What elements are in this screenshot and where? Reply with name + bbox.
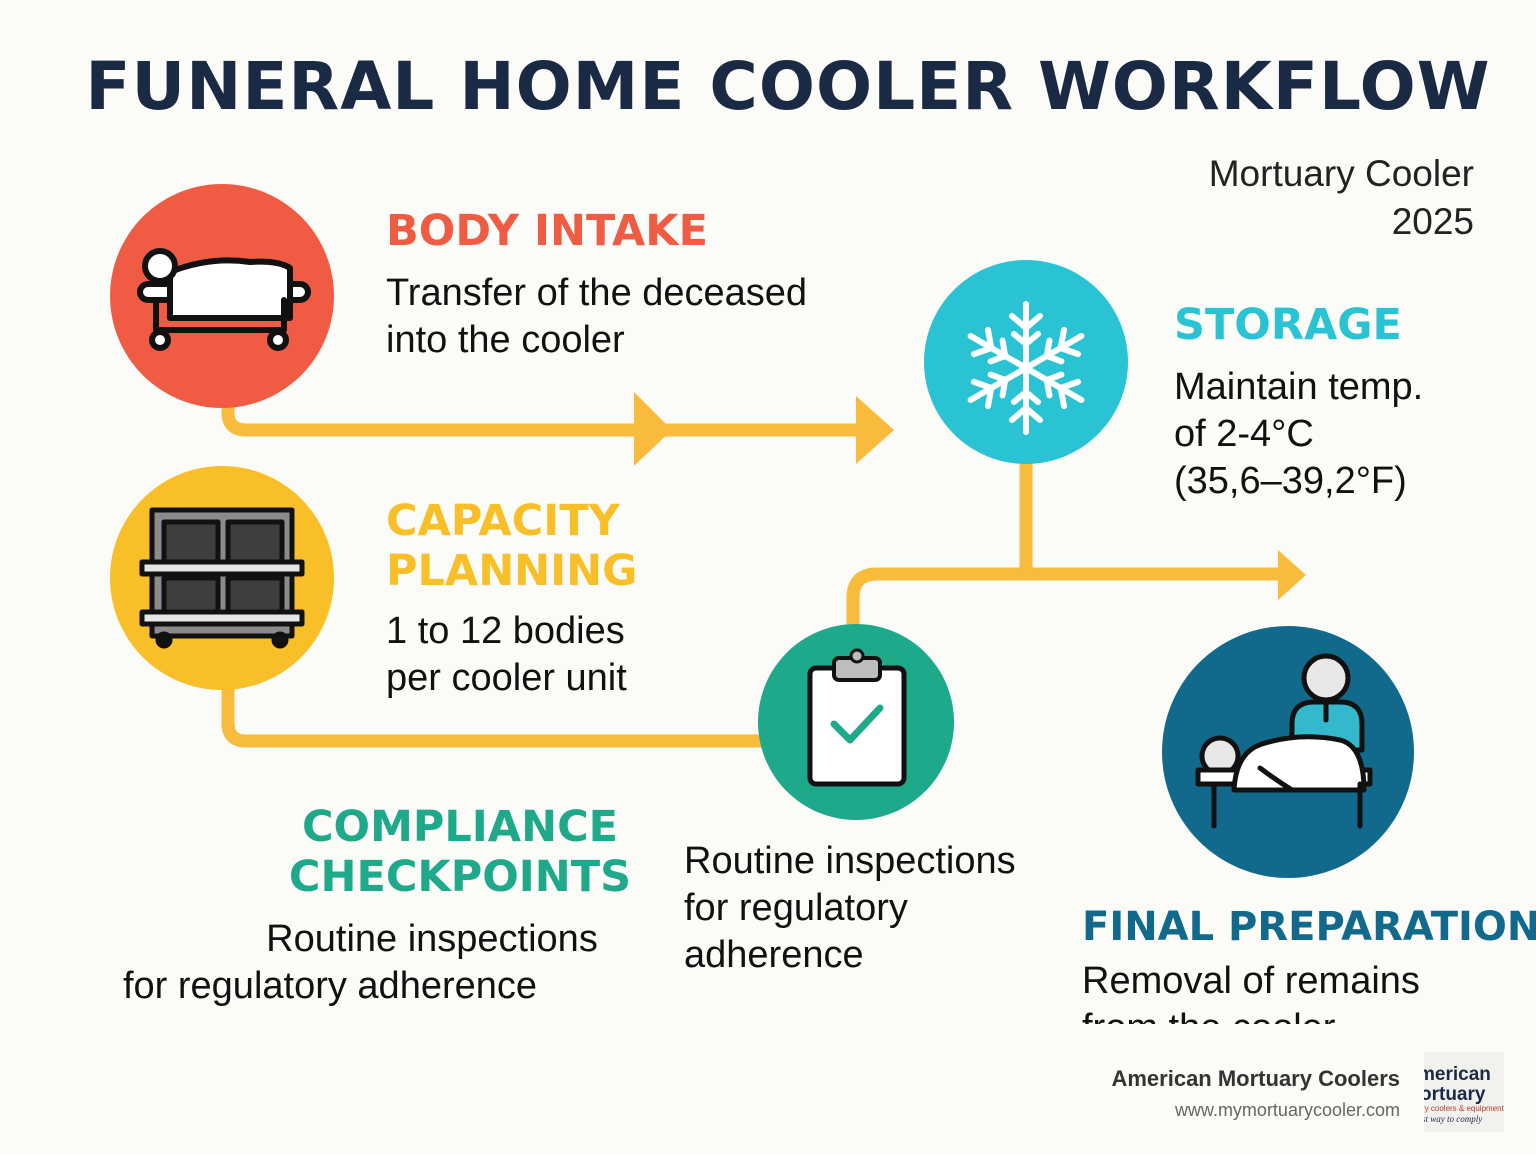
compliance-node bbox=[758, 624, 954, 820]
final-description: Removal of remains from the cooler bbox=[1082, 958, 1420, 1024]
capacity-title-line1: CAPACITY bbox=[386, 496, 620, 546]
compliance-desc-alt-line2: for regulatory bbox=[684, 887, 908, 929]
logo-line1: merican bbox=[1424, 1064, 1491, 1085]
compliance-description: Routine inspections for regulatory adher… bbox=[120, 916, 720, 1010]
cooler-rack-icon bbox=[139, 507, 305, 649]
logo-line3: ry coolers & equipment bbox=[1424, 1104, 1504, 1113]
logo-line4: st way to comply bbox=[1424, 1114, 1483, 1124]
compliance-desc-line1: Routine inspections bbox=[266, 918, 598, 960]
intake-node bbox=[110, 184, 334, 408]
compliance-title: COMPLIANCE CHECKPOINTS bbox=[260, 802, 660, 902]
final-node bbox=[1162, 626, 1414, 878]
footer-company-name: American Mortuary Coolers bbox=[1111, 1066, 1400, 1091]
brand-caption-line1: Mortuary Cooler bbox=[1208, 153, 1474, 194]
brand-caption-year: 2025 bbox=[1391, 201, 1474, 242]
intake-description: Transfer of the deceased into the cooler bbox=[386, 270, 807, 364]
logo-line2: ortuary bbox=[1424, 1084, 1486, 1105]
storage-desc-line3: (35,6–39,2°F) bbox=[1174, 460, 1407, 502]
capacity-to-compliance-line bbox=[221, 673, 777, 748]
compliance-desc-line2: for regulatory adherence bbox=[122, 965, 538, 1007]
connector-lines bbox=[221, 391, 1297, 748]
final-desc-line1: Removal of remains bbox=[1082, 960, 1420, 1002]
storage-title: STORAGE bbox=[1174, 300, 1402, 350]
capacity-desc-line2: per cooler unit bbox=[386, 657, 627, 699]
footer-url: www.mymortuarycooler.com bbox=[1174, 1100, 1400, 1120]
intake-to-storage-line bbox=[221, 391, 887, 437]
storage-desc-line2: of 2-4°C bbox=[1174, 413, 1314, 455]
capacity-title: CAPACITY PLANNING bbox=[386, 496, 637, 596]
intake-desc-line1: Transfer of the deceased bbox=[386, 272, 808, 314]
compliance-title-line1: COMPLIANCE bbox=[301, 802, 618, 852]
intake-desc-line2: into the cooler bbox=[386, 319, 625, 361]
arrowhead-storage bbox=[856, 396, 894, 464]
compliance-desc-alt-line1: Routine inspections bbox=[684, 840, 1016, 882]
storage-description: Maintain temp. of 2-4°C (35,6–39,2°F) bbox=[1174, 364, 1423, 505]
attendant-with-body-icon bbox=[1195, 653, 1373, 829]
stretcher-icon bbox=[137, 248, 311, 351]
compliance-desc-alt-line3: adherence bbox=[684, 934, 864, 976]
arrowhead-final bbox=[1278, 550, 1306, 600]
final-title: FINAL PREPARATION bbox=[1082, 904, 1536, 950]
compliance-title-line2: CHECKPOINTS bbox=[288, 852, 632, 902]
clipboard-check-icon bbox=[807, 648, 907, 787]
compliance-to-branch-line bbox=[846, 567, 1297, 639]
capacity-description: 1 to 12 bodies per cooler unit bbox=[386, 608, 627, 702]
final-desc-line2: from the cooler bbox=[1082, 1005, 1420, 1024]
brand-caption: Mortuary Cooler 2025 bbox=[1209, 150, 1474, 246]
capacity-title-line2: PLANNING bbox=[386, 546, 638, 596]
arrowheads bbox=[634, 392, 1306, 600]
capacity-desc-line1: 1 to 12 bodies bbox=[386, 610, 625, 652]
company-logo: merican ortuary ry coolers & equipment s… bbox=[1424, 1052, 1504, 1132]
compliance-description-secondary: Routine inspections for regulatory adher… bbox=[684, 838, 1016, 979]
page-title: FUNERAL HOME COOLER WORKFLOW bbox=[85, 48, 1491, 125]
capacity-node bbox=[110, 466, 334, 690]
storage-node bbox=[924, 260, 1128, 464]
storage-desc-line1: Maintain temp. bbox=[1174, 366, 1424, 408]
intake-title: BODY INTAKE bbox=[386, 206, 708, 256]
snowflake-icon bbox=[964, 301, 1089, 432]
arrowhead-mid bbox=[634, 392, 672, 466]
